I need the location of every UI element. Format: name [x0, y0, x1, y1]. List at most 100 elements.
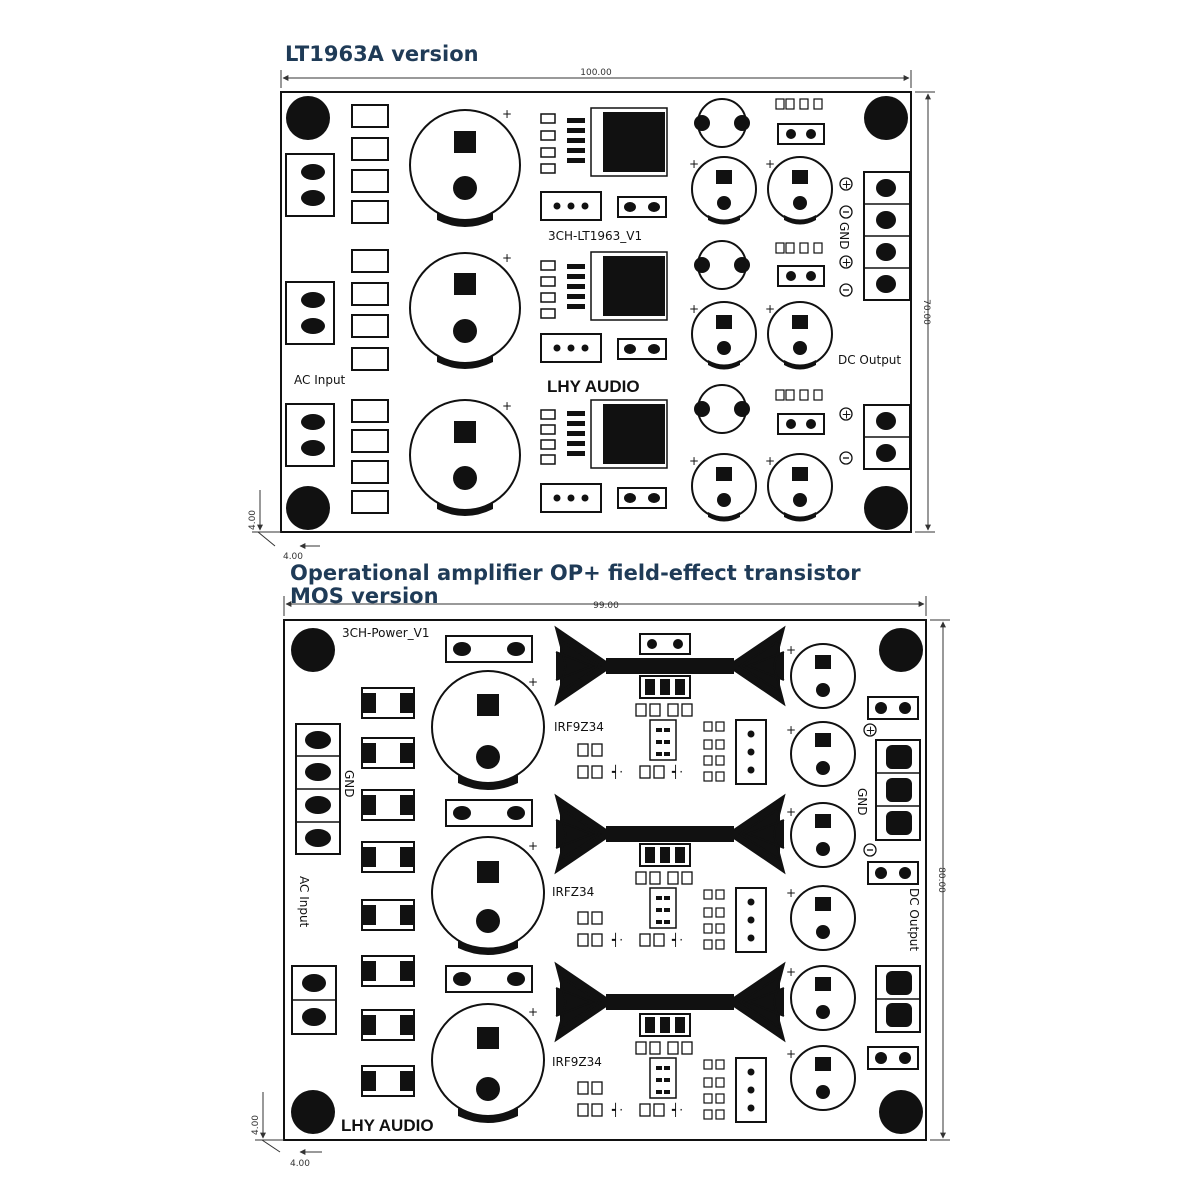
bottom-dim-height: 80.00 [930, 619, 950, 1141]
svg-text:+: + [689, 454, 699, 468]
top-dim-hole-y-label: 4.00 [248, 510, 258, 530]
bottom-mosfet-channel: ┥· ┥· IRFZ34 [552, 793, 786, 953]
svg-text:+: + [786, 643, 796, 657]
bottom-dim-hole-x-label: 4.00 [290, 1159, 310, 1169]
mount-hole [286, 486, 330, 530]
svg-text:+: + [786, 1047, 796, 1061]
svg-text:+: + [528, 675, 538, 689]
top-ac-terminal [285, 403, 335, 467]
bottom-filter-capacitor: + [431, 1003, 545, 1123]
top-regulator-channel [540, 251, 668, 363]
bottom-dim-width-label: 99.00 [593, 601, 619, 611]
top-board-title: LT1963A version [285, 42, 479, 66]
svg-text:┥·: ┥· [611, 1102, 623, 1117]
top-regulator-channel [540, 107, 668, 221]
bottom-ac-terminal-2way [291, 965, 337, 1035]
svg-text:┥·: ┥· [611, 932, 623, 947]
top-dc-terminal-2way: + [839, 404, 911, 470]
bottom-dim-height-label: 80.00 [936, 867, 946, 893]
bottom-header-2pin [445, 635, 533, 663]
top-filter-capacitor: + [409, 251, 521, 369]
mount-hole [286, 96, 330, 140]
svg-text:+: + [786, 886, 796, 900]
bottom-dc-terminal-2way [875, 965, 921, 1033]
svg-text:┥·: ┥· [671, 764, 683, 779]
bottom-dc-header [867, 861, 919, 885]
top-ac-terminal [285, 153, 335, 217]
svg-text:┥·: ┥· [611, 764, 623, 779]
bottom-dc-output-label: DC Output [907, 888, 921, 951]
bottom-gnd-label-ac: GND [342, 770, 356, 798]
mount-hole [879, 628, 923, 672]
top-regulator-channel [540, 399, 668, 513]
top-filter-capacitor: + [409, 399, 521, 516]
bottom-board-brand: LHY AUDIO [341, 1116, 434, 1135]
bottom-board-silkscreen: 3CH-Power_V1 [342, 626, 430, 640]
svg-text:+: + [842, 256, 852, 270]
top-dim-height: 70.00 [915, 91, 935, 533]
top-board: 100.00 70.00 4.00 4.00 [248, 68, 935, 562]
svg-text:+: + [689, 302, 699, 316]
svg-text:+: + [502, 399, 512, 413]
svg-text:┥·: ┥· [671, 932, 683, 947]
top-board-silkscreen: 3CH-LT1963_V1 [548, 229, 642, 243]
top-output-cap-group: ++ [689, 98, 833, 225]
top-ac-input-label: AC Input [294, 373, 346, 387]
top-dim-hole-x-label: 4.00 [283, 552, 303, 562]
top-filter-capacitor: + [409, 107, 521, 227]
bottom-output-caps: + + + + + + [786, 643, 856, 1111]
bottom-dc-header [867, 696, 919, 720]
top-board-brand: LHY AUDIO [547, 377, 640, 396]
svg-text:+: + [502, 251, 512, 265]
bottom-gnd-label-dc: GND [855, 788, 869, 816]
svg-text:+: + [786, 805, 796, 819]
top-dim-width: 100.00 [280, 68, 912, 88]
svg-text:+: + [765, 157, 775, 171]
svg-text:+: + [528, 839, 538, 853]
svg-text:+: + [866, 724, 876, 738]
bottom-dc-header [867, 1046, 919, 1070]
top-diode-column [351, 104, 389, 514]
mosfet-label: IRF9Z34 [554, 720, 604, 734]
top-dim-hole: 4.00 4.00 [248, 490, 320, 562]
mount-hole [879, 1090, 923, 1134]
bottom-ac-terminal-4way: GND [295, 723, 356, 855]
bottom-dc-terminal-3way: + GND [855, 723, 921, 857]
top-dc-output-label: DC Output [838, 353, 901, 367]
mount-hole [864, 96, 908, 140]
top-dc-terminal-4way: + + GND [837, 171, 911, 301]
mount-hole [291, 628, 335, 672]
top-output-cap-group: ++ [689, 384, 833, 522]
mount-hole [291, 1090, 335, 1134]
bottom-header-2pin [445, 965, 533, 993]
bottom-mosfet-channel: ┥· ┥· IRF9Z34 [554, 625, 786, 785]
top-dim-width-label: 100.00 [580, 68, 612, 78]
svg-text:+: + [842, 408, 852, 422]
svg-text:+: + [502, 107, 512, 121]
bottom-mosfet-channel: ┥·┥· IRF9Z34 [552, 961, 786, 1123]
bottom-dim-width: 99.00 [283, 596, 927, 616]
bottom-board: 99.00 80.00 4.00 4.00 3CH-Power_V1 LHY A… [251, 596, 950, 1169]
top-output-cap-group: ++ [689, 240, 833, 370]
bottom-header-2pin [445, 799, 533, 827]
svg-text:+: + [765, 302, 775, 316]
top-ac-terminal [285, 281, 335, 345]
bottom-dim-hole-y-label: 4.00 [251, 1115, 261, 1135]
mount-hole [864, 486, 908, 530]
mosfet-label: IRFZ34 [552, 885, 594, 899]
bottom-filter-capacitor: + [431, 670, 545, 790]
svg-text:+: + [842, 178, 852, 192]
top-gnd-label: GND [837, 222, 851, 250]
svg-text:+: + [786, 723, 796, 737]
svg-text:+: + [765, 454, 775, 468]
bottom-dim-hole: 4.00 4.00 [251, 1092, 322, 1169]
bottom-filter-capacitor: + [431, 836, 545, 955]
svg-text:+: + [528, 1005, 538, 1019]
top-dim-height-label: 70.00 [921, 299, 931, 325]
svg-text:+: + [786, 965, 796, 979]
bottom-board-title-line1: Operational amplifier OP+ field-effect t… [290, 561, 861, 585]
bottom-ac-input-label: AC Input [297, 876, 311, 928]
svg-text:+: + [689, 157, 699, 171]
svg-text:┥·: ┥· [671, 1102, 683, 1117]
